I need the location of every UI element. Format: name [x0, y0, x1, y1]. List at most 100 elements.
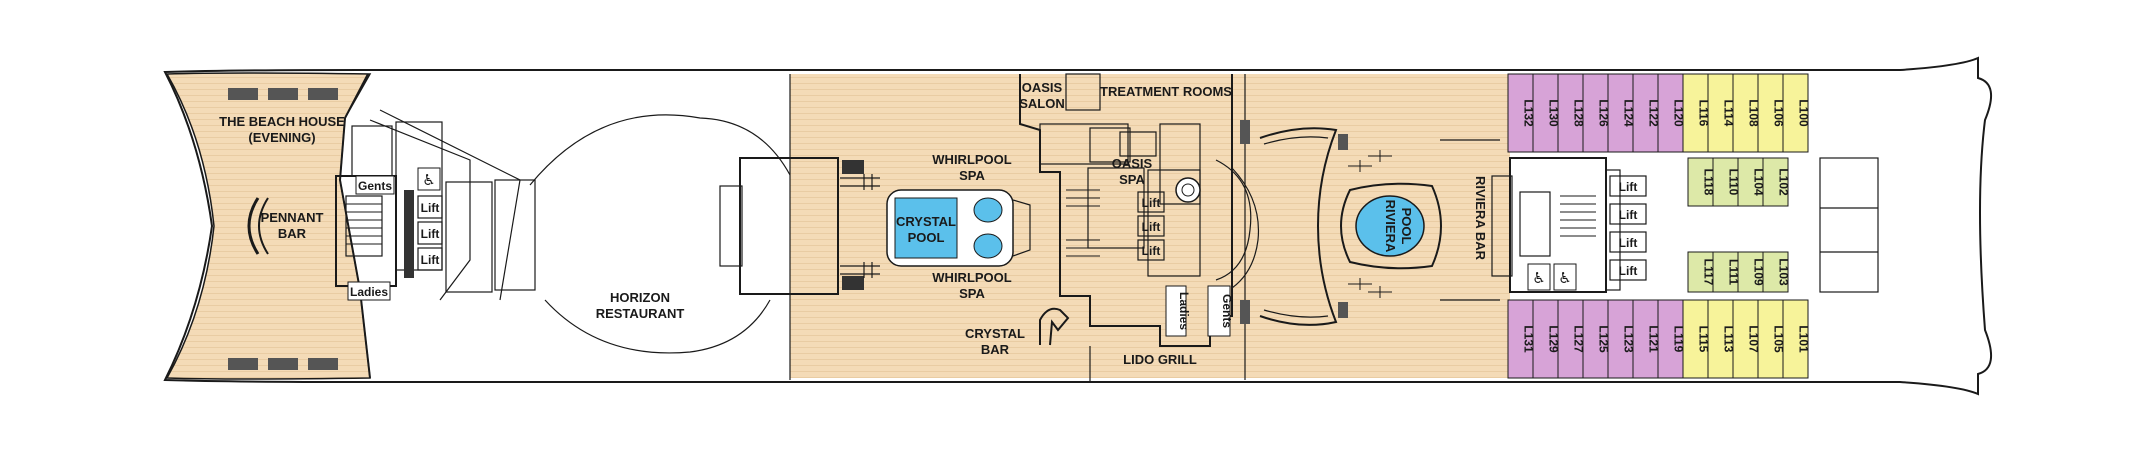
ladies-aft-label: Ladies [350, 285, 388, 299]
oasis-salon-label-1: OASIS [1022, 80, 1063, 95]
pennant-bar-label-1: PENNANT [261, 210, 324, 225]
pennant-bar-label-2: BAR [278, 226, 307, 241]
riviera-pool-label-1: RIVIERA [1383, 200, 1398, 253]
cabin-l117[interactable] [1687, 251, 1714, 293]
lift-aft-3: Lift [421, 253, 440, 267]
oasis-spa-label-2: SPA [1119, 172, 1145, 187]
cabin-label: L121 [1647, 325, 1661, 353]
forward-core [1491, 157, 1879, 293]
cabin-label: L103 [1777, 258, 1791, 286]
beach-house-note: (EVENING) [248, 130, 315, 145]
cabin-l101[interactable] [1782, 299, 1809, 379]
beach-house-deck [165, 72, 372, 380]
lift-fwd-2: Lift [1619, 208, 1638, 222]
cabin-label: L101 [1797, 325, 1811, 353]
wheelchair-icon: ♿ [417, 167, 441, 191]
lift-spa-1: Lift [1142, 196, 1161, 210]
riviera-pool-label-2: POOL [1399, 208, 1414, 245]
mid-stair-block [719, 157, 880, 295]
lift-aft-2: Lift [421, 227, 440, 241]
cabin-l107[interactable] [1732, 299, 1759, 379]
pennant-bar-counter [247, 197, 269, 255]
beach-house-railing-top [228, 88, 338, 100]
treatment-rooms-label: TREATMENT ROOMS [1100, 84, 1232, 99]
cabin-l100[interactable] [1782, 73, 1809, 153]
cabin-label: L108 [1747, 99, 1761, 127]
cabin-label: L107 [1747, 325, 1761, 353]
gents-aft [355, 175, 395, 195]
whirlpool-spa-bottom-2: SPA [959, 286, 985, 301]
lift-spa-3: Lift [1142, 244, 1161, 258]
spa-lifts [1137, 191, 1165, 261]
beach-house-railing-bottom [228, 358, 338, 370]
hull-outline [163, 56, 1993, 396]
cabin-l106[interactable] [1757, 73, 1784, 153]
ladies-aft [347, 281, 391, 301]
oasis-spa-label-1: OASIS [1112, 156, 1153, 171]
cabin-l111[interactable] [1712, 251, 1739, 293]
cabin-l102[interactable] [1762, 157, 1789, 207]
crystal-pool-label-2: POOL [908, 230, 945, 245]
cabin-l131[interactable] [1507, 299, 1534, 379]
cabin-label: L115 [1697, 326, 1711, 353]
crystal-bar-label-2: BAR [981, 342, 1010, 357]
svg-text:♿: ♿ [422, 171, 435, 189]
cabin-label: L120 [1672, 99, 1686, 127]
cabin-l104[interactable] [1737, 157, 1764, 207]
cabin-l130[interactable] [1532, 73, 1559, 153]
cabin-label: L127 [1572, 325, 1586, 353]
whirlpool-spa-top-2: SPA [959, 168, 985, 183]
cabin-label: L100 [1797, 99, 1811, 127]
horizon-restaurant-label-1: HORIZON [610, 290, 670, 305]
cabin-l113[interactable] [1707, 299, 1734, 379]
aft-stair-landing [404, 190, 414, 278]
cabin-label: L128 [1572, 99, 1586, 127]
cabin-label: L119 [1672, 326, 1686, 353]
aft-core [335, 73, 536, 379]
cabin-l116[interactable] [1682, 73, 1709, 153]
cabin-label: L126 [1597, 99, 1611, 127]
ladies-lido-label: Ladies [1177, 292, 1191, 330]
cabin-l124[interactable] [1607, 73, 1634, 153]
cabin-l109[interactable] [1737, 251, 1764, 293]
cabin-label: L116 [1697, 100, 1711, 127]
cabin-label: L105 [1772, 325, 1786, 353]
cabin-label: L124 [1622, 99, 1636, 127]
ladies-lido [1165, 285, 1187, 337]
cabin-l123[interactable] [1607, 299, 1634, 379]
cabin-label: L117 [1702, 259, 1716, 286]
lift-aft-1: Lift [421, 201, 440, 215]
cabin-label: L125 [1597, 325, 1611, 353]
riviera-pool-area [1240, 120, 1500, 326]
cabin-label: L118 [1702, 169, 1716, 196]
cabin-label: L110 [1727, 169, 1741, 196]
cabin-l127[interactable] [1557, 299, 1584, 379]
oasis-salon-label-2: SALON [1019, 96, 1065, 111]
crystal-bar-label-1: CRYSTAL [965, 326, 1025, 341]
gents-lido [1207, 285, 1231, 337]
riviera-bar-label: RIVIERA BAR [1473, 176, 1488, 261]
lift-spa-2: Lift [1142, 220, 1161, 234]
gents-aft-label: Gents [358, 179, 392, 193]
cabin-l126[interactable] [1582, 73, 1609, 153]
cabin-label: L102 [1777, 168, 1791, 196]
cabin-l118[interactable] [1687, 157, 1714, 207]
cabin-l119[interactable] [1657, 299, 1684, 379]
cabin-label: L114 [1722, 100, 1736, 127]
cabin-l115[interactable] [1682, 299, 1709, 379]
cabin-label: L132 [1522, 99, 1536, 127]
cabin-label: L123 [1622, 325, 1636, 353]
crystal-pool [886, 189, 1031, 267]
cabin-label: L130 [1547, 99, 1561, 127]
cabin-l125[interactable] [1582, 299, 1609, 379]
cabin-label: L106 [1772, 99, 1786, 127]
gents-lido-label: Gents [1220, 294, 1234, 328]
horizon-restaurant-label-2: RESTAURANT [596, 306, 685, 321]
cabin-l103[interactable] [1762, 251, 1789, 293]
cabin-l122[interactable] [1632, 73, 1659, 153]
cabin-label: L113 [1722, 326, 1736, 353]
cabin-label: L109 [1752, 258, 1766, 286]
horizon-restaurant [529, 114, 791, 354]
